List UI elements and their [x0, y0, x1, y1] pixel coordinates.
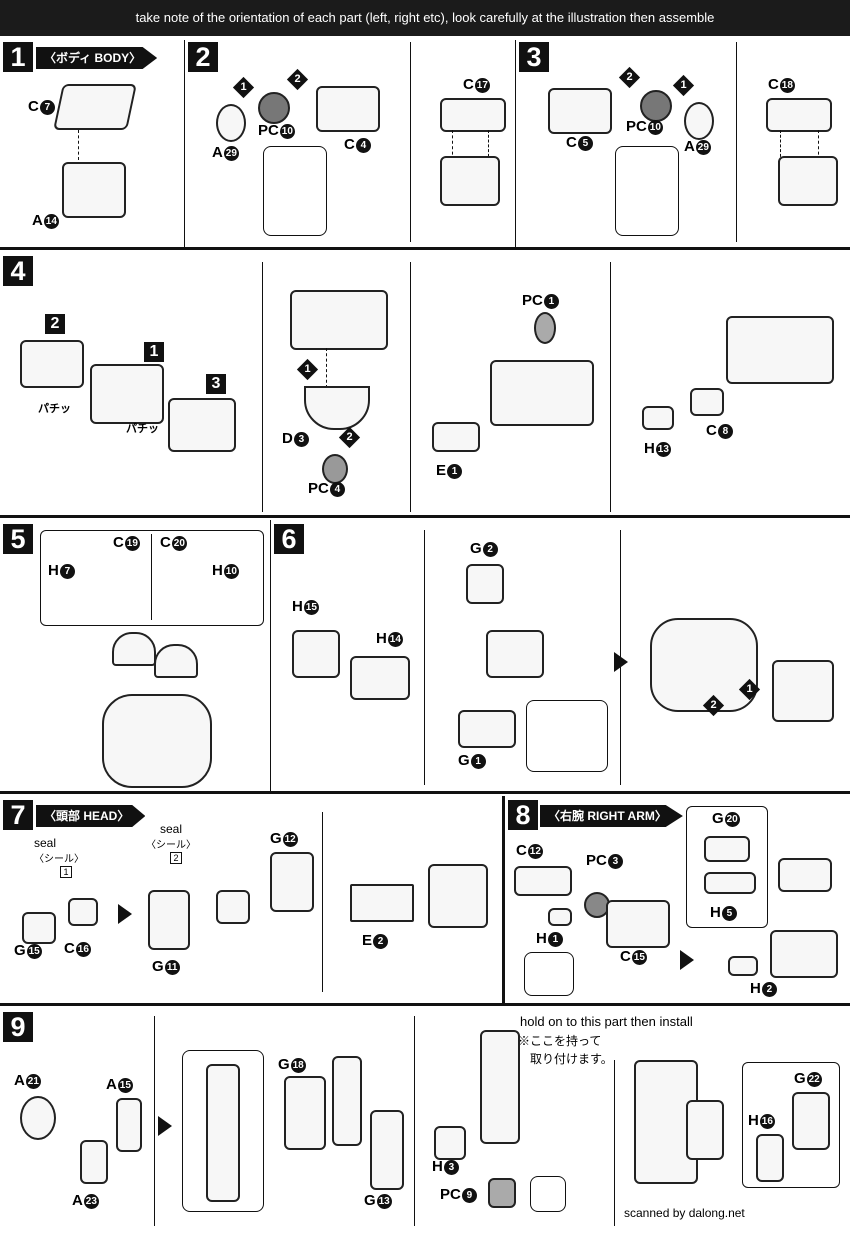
step-number: 3: [519, 42, 549, 72]
inner-frame: [206, 1064, 240, 1202]
armor-assembly: [778, 858, 832, 892]
cover-part-c17: [440, 98, 506, 132]
ring-part-a29: [216, 104, 246, 142]
step-number: 5: [3, 524, 33, 554]
detail-inset: [182, 1050, 264, 1212]
instruction-banner: take note of the orientation of each par…: [0, 0, 850, 36]
body-part-c4: [316, 86, 380, 132]
collar-part-h14: [350, 656, 410, 700]
cover-part-c18: [766, 98, 832, 132]
vent-part-right: [154, 644, 198, 678]
detail-inset: [615, 146, 679, 236]
body-part-a14: [62, 162, 126, 218]
collar-part-h15: [292, 630, 340, 678]
face-part-c16: [68, 898, 98, 926]
step-number: 6: [274, 524, 304, 554]
armor-part-h16: [756, 1134, 784, 1182]
sub-step-box: [686, 806, 768, 928]
poly-cap-pc10: [258, 92, 290, 124]
armor-part-g22: [792, 1092, 830, 1150]
step-title: 〈ボディ BODY〉: [36, 47, 158, 69]
arm-part-h2: [728, 956, 758, 976]
waist-part-e1: [432, 422, 480, 452]
torso-assembly-2: [490, 360, 594, 426]
forearm-armor: [686, 1100, 724, 1160]
hold-note: hold on to this part then install: [520, 1014, 693, 1029]
vent-part-c8: [690, 388, 724, 416]
row-2: [0, 250, 850, 518]
forearm-frame: [480, 1030, 520, 1144]
armor-part-h3: [434, 1126, 466, 1160]
vent-part-left: [112, 632, 156, 666]
row-3: [0, 518, 850, 794]
step-title: 〈頭部 HEAD〉: [36, 805, 146, 827]
torso-assembly-5: [650, 618, 758, 712]
assembly-2: [440, 156, 500, 206]
arm-assembly: [770, 930, 838, 978]
detail-inset: [524, 952, 574, 996]
assembly-3: [778, 156, 838, 206]
step-number: 9: [3, 1012, 33, 1042]
poly-cap-pc9: [488, 1178, 516, 1208]
detail-inset: [530, 1176, 566, 1212]
ring-part-a29: [684, 102, 714, 140]
joint-part-a15: [116, 1098, 142, 1152]
frame-center: [332, 1056, 362, 1146]
sub-step-box: [742, 1062, 840, 1188]
row-1: [0, 36, 850, 250]
torso-assembly: [290, 290, 388, 350]
collar-assembly: [486, 630, 544, 678]
antenna-part-e2: [350, 884, 414, 922]
joint-part-a23: [80, 1140, 108, 1184]
vent-part-h13: [642, 406, 674, 430]
frame-half-g18: [284, 1076, 326, 1150]
torso-assembly-3: [726, 316, 834, 384]
body-part-c7: [53, 84, 137, 130]
face-part-g15: [22, 912, 56, 944]
torso-assembly-4: [102, 694, 212, 788]
step-number: 8: [508, 800, 538, 830]
detail-inset: [526, 700, 608, 772]
step-number: 1: [3, 42, 33, 72]
collar-part-d3: [304, 386, 370, 430]
head-assembly: [428, 864, 488, 928]
armor-part-h5: [704, 872, 756, 894]
head-part-g11: [148, 890, 190, 950]
hatch-part-g1: [458, 710, 516, 748]
sub-assembly-3: [168, 398, 236, 452]
armor-part-g20: [704, 836, 750, 862]
collar-assembly-attach: [772, 660, 834, 722]
step-number: 2: [188, 42, 218, 72]
detail-inset: [263, 146, 327, 236]
head-part-g12: [270, 852, 314, 912]
arm-part-c15: [606, 900, 670, 948]
body-part-c5: [548, 88, 612, 134]
sub-assembly-1: [90, 364, 164, 424]
credit: scanned by dalong.net: [624, 1206, 745, 1220]
frame-half-g13: [370, 1110, 404, 1190]
poly-cap-pc1: [534, 312, 556, 344]
arm-part-c12: [514, 866, 572, 896]
face-assembly: [216, 890, 250, 924]
sub-assembly-2: [20, 340, 84, 388]
sub-step-box: [40, 530, 264, 626]
row-4: [0, 794, 850, 1006]
hatch-part-g2: [466, 564, 504, 604]
step-number: 4: [3, 256, 33, 286]
step-number: 7: [3, 800, 33, 830]
arm-part-h1: [548, 908, 572, 926]
step-title: 〈右腕 RIGHT ARM〉: [540, 805, 683, 827]
joint-part-a21: [20, 1096, 56, 1140]
